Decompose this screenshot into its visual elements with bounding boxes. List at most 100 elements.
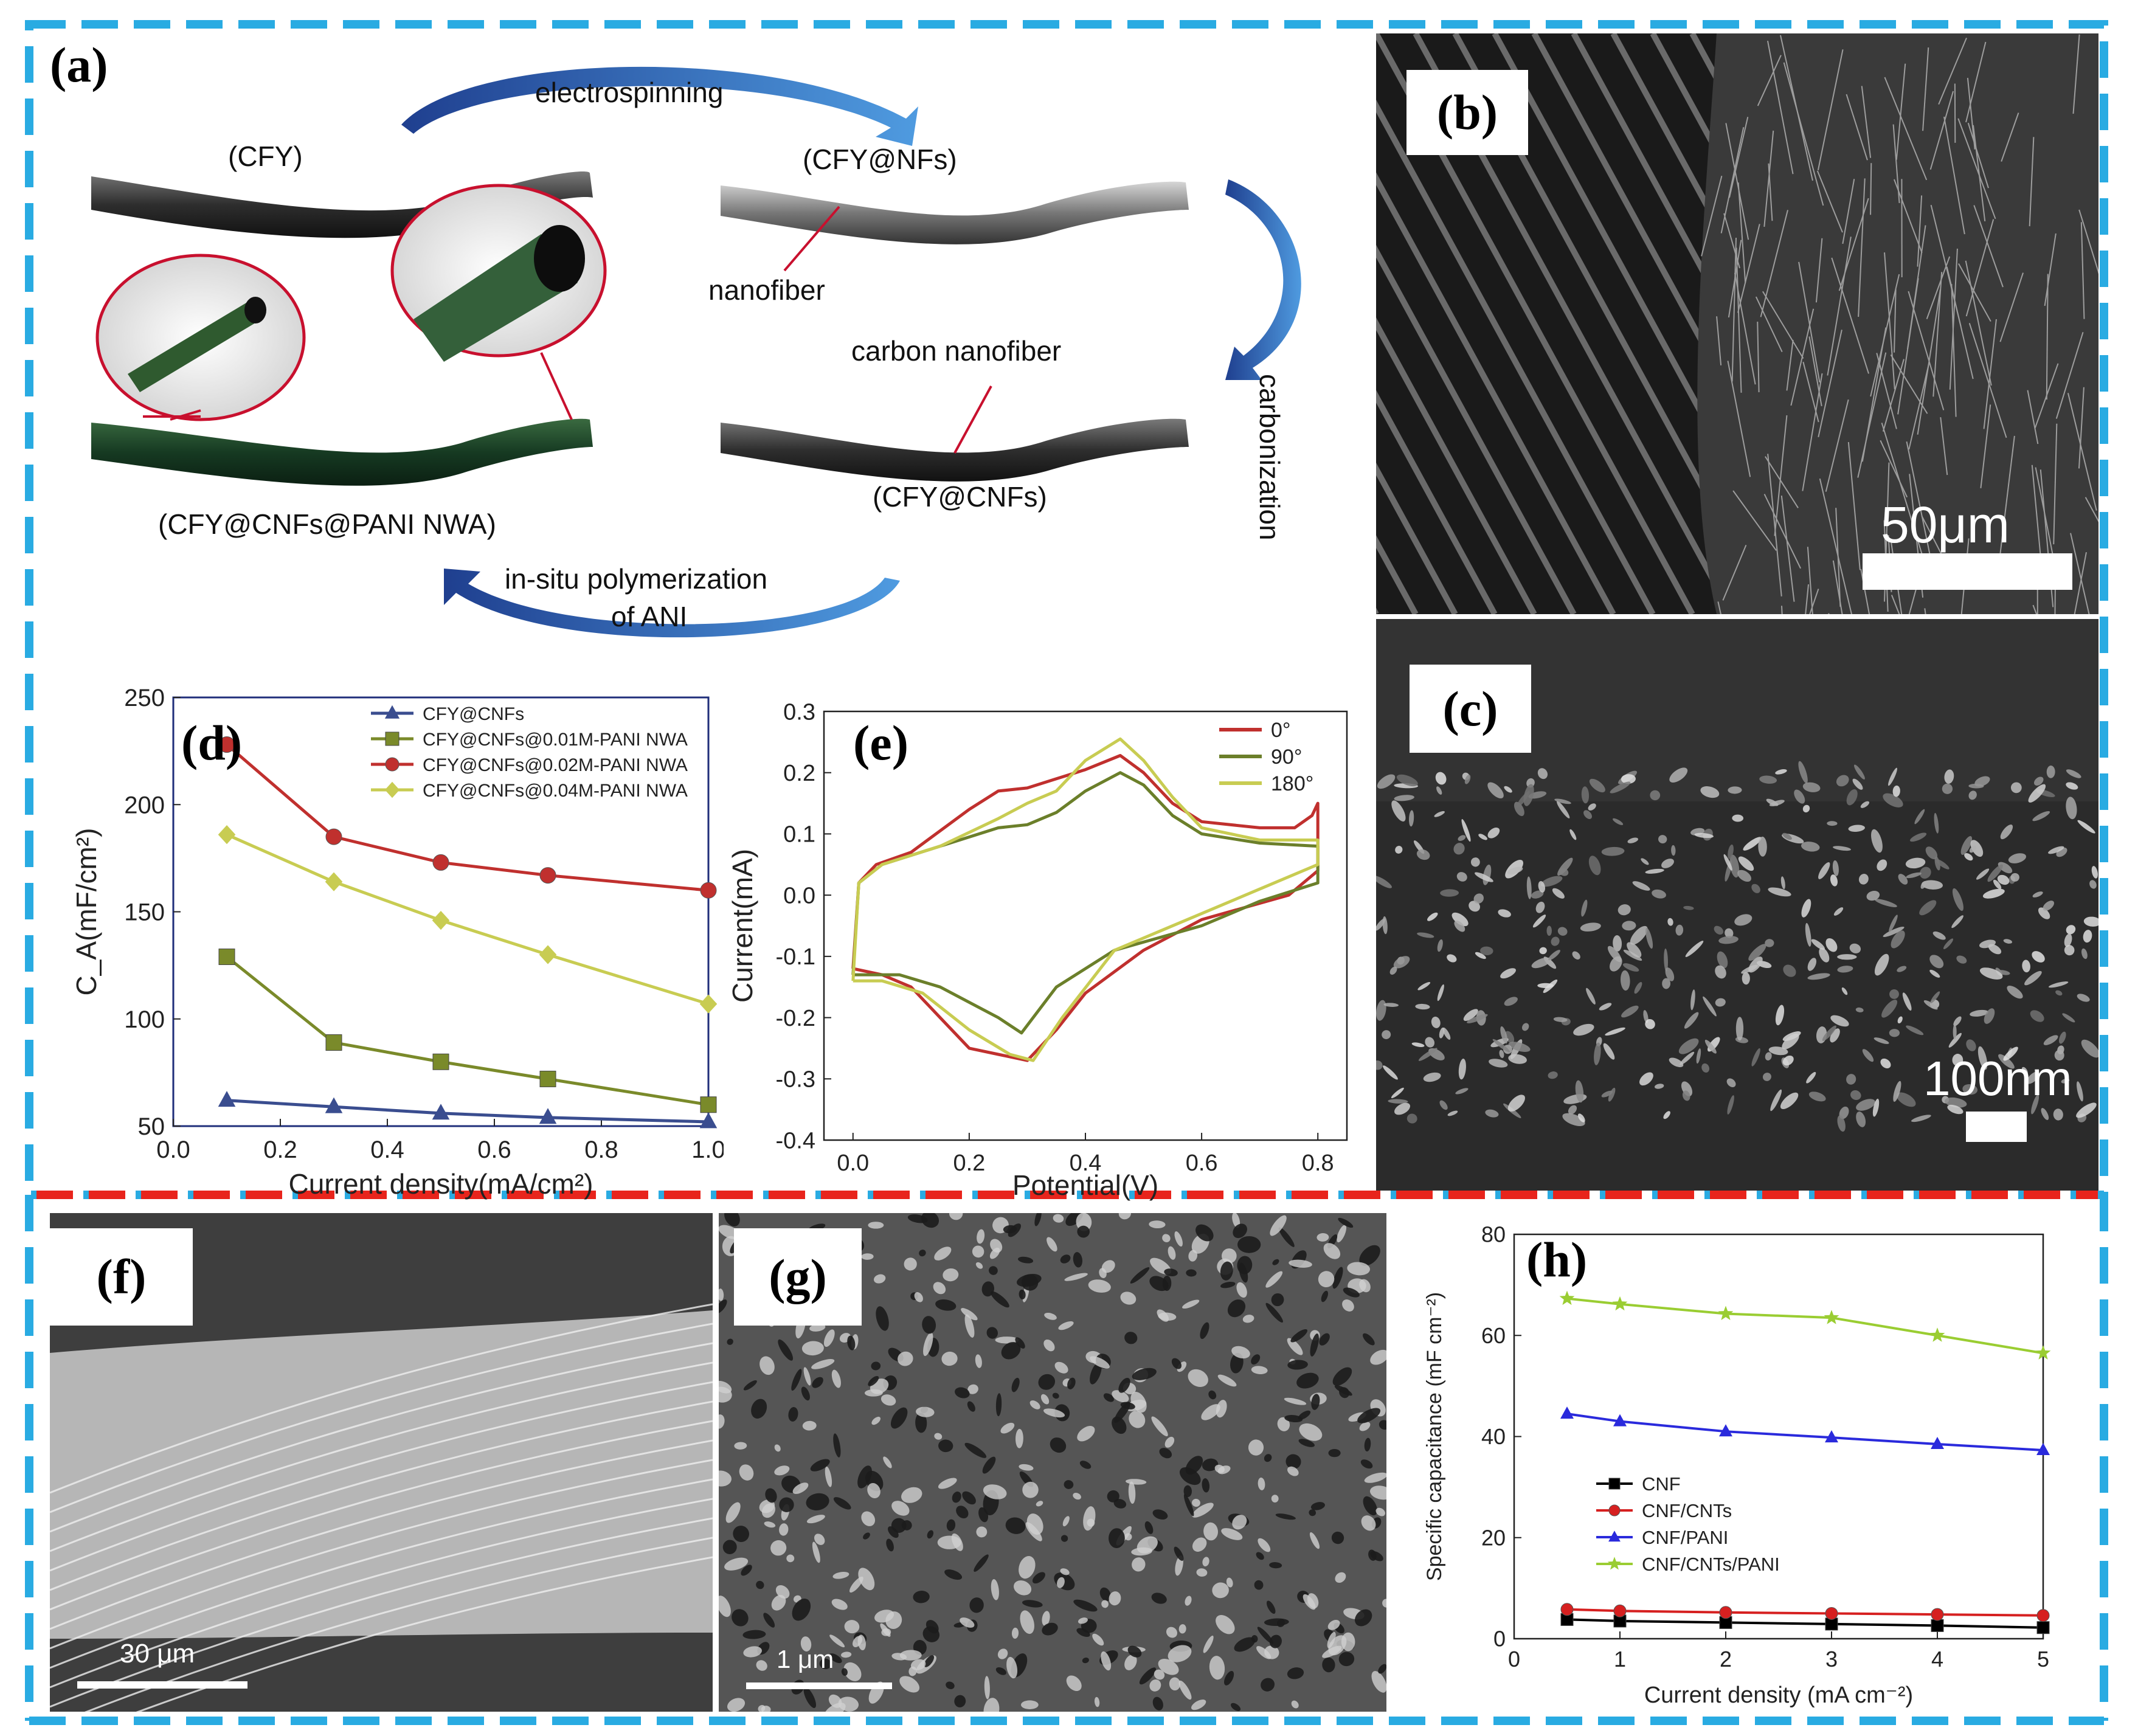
e-ytick-label: -0.2: [776, 1006, 815, 1031]
h-ytick-label: 20: [1481, 1525, 1506, 1550]
series-h-point: [2035, 1345, 2051, 1360]
d-xtick-label: 0.0: [156, 1136, 190, 1163]
legend-h-label: CNF/PANI: [1642, 1527, 1728, 1548]
panel-g-scale-bar: [746, 1682, 892, 1689]
e-ytick-label: -0.3: [776, 1067, 815, 1093]
d-xtick-label: 0.8: [584, 1136, 618, 1163]
series-h-line: [1566, 1618, 2044, 1629]
series-h-point: [1719, 1606, 1732, 1619]
panel-a-schematic: (a) electrospinning (CFY) (CFY@NFs) nano…: [43, 33, 1368, 666]
series-h-2: [1560, 1406, 2050, 1455]
arrow-electrospinning: [401, 66, 918, 146]
legend-h-label: CNF: [1642, 1473, 1681, 1495]
series-d-point: [218, 736, 235, 753]
arrow-carbonization: [1225, 179, 1301, 380]
series-d-point: [432, 854, 449, 871]
legend-d-label: CFY@CNFs: [423, 704, 524, 724]
series-h-point: [1718, 1305, 1734, 1320]
e-xtick-label: 0.0: [837, 1150, 869, 1176]
chart-e-xlabel: Potential(V): [1012, 1169, 1158, 1201]
legend-d-marker: [384, 705, 400, 719]
pointer-carbon-nanofiber: [953, 386, 992, 454]
panel-b-scale-bar: [1863, 553, 2072, 590]
chart-e-ylabel: Current(mA): [727, 849, 758, 1003]
series-d-point: [325, 1097, 343, 1113]
series-d-point: [539, 945, 557, 964]
legend-h-label: CNF/CNTs: [1642, 1500, 1732, 1521]
chart-d-xlabel: Current density(mA/cm²): [289, 1168, 593, 1200]
panel-g-scale-text: 1 μm: [777, 1645, 834, 1673]
series-d-point: [325, 872, 343, 891]
panel-c-sem-image: (c) 100nm: [1376, 619, 2098, 1191]
pointer-nanofiber: [783, 206, 840, 272]
panel-f-sem-image: (f) 30 μm: [50, 1213, 713, 1712]
d-xtick-label: 0.6: [477, 1136, 511, 1163]
legend-d-label: CFY@CNFs@0.04M-PANI NWA: [423, 781, 688, 801]
legend-h-marker: [1608, 1504, 1621, 1516]
series-d-point: [218, 949, 235, 966]
d-xtick-label: 0.2: [263, 1136, 297, 1163]
e-plot-frame: [823, 710, 1348, 1141]
yarn-cfy-cnfs: [721, 418, 1189, 482]
panel-f-scale-bar: [77, 1681, 247, 1689]
legend-h-marker: [1608, 1478, 1621, 1490]
e-ytick-label: -0.1: [776, 944, 815, 970]
series-h-point: [1825, 1430, 1838, 1443]
panel-f-label: (f): [50, 1228, 193, 1326]
series-d-2: [218, 736, 717, 899]
series-e-0: [851, 754, 1320, 1062]
h-ytick-label: 40: [1481, 1424, 1506, 1449]
panel-c-scale-bar: [1966, 1112, 2027, 1142]
panel-g-label: (g): [734, 1228, 862, 1326]
series-d-point: [218, 825, 236, 845]
e-xtick-label: 0.4: [1070, 1150, 1102, 1176]
panel-g-sem-image: (g) 1 μm: [719, 1213, 1386, 1712]
series-d-line: [226, 955, 709, 1107]
legend-d-marker: [385, 731, 400, 746]
series-d-line: [226, 833, 709, 1006]
panel-f-scale-text: 30 μm: [120, 1639, 195, 1669]
arrow-insitu: [444, 569, 900, 638]
series-h-point: [1931, 1619, 1944, 1632]
chart-d-ylabel: C_A(mF/cm²): [71, 828, 102, 996]
legend-e-label: 180°: [1271, 772, 1313, 795]
series-d-point: [218, 1091, 236, 1107]
panel-a-label: (a): [50, 37, 108, 92]
series-d-point: [325, 1034, 342, 1051]
series-d-point: [432, 1053, 449, 1070]
text-cfy: (CFY): [228, 140, 303, 172]
h-xtick-label: 1: [1614, 1647, 1626, 1672]
text-cfy-cnfs-pani: (CFY@CNFs@PANI NWA): [158, 508, 496, 540]
legend-d-marker: [384, 781, 400, 798]
legend-d-label: CFY@CNFs@0.02M-PANI NWA: [423, 755, 688, 775]
series-h-point: [1613, 1604, 1627, 1617]
h-xtick-label: 4: [1931, 1647, 1943, 1672]
yarn-cfy-nfs: [721, 181, 1189, 244]
d-ytick-label: 200: [124, 792, 165, 818]
panel-h-label: (h): [1526, 1232, 1588, 1287]
h-xtick-label: 0: [1508, 1647, 1520, 1672]
legend-d-label: CFY@CNFs@0.01M-PANI NWA: [423, 730, 688, 750]
text-carbonization: carbonization: [1254, 374, 1285, 541]
series-h-point: [1824, 1310, 1839, 1324]
h-plot-frame: [1513, 1233, 2044, 1640]
text-cfy-nfs: (CFY@NFs): [803, 144, 957, 175]
e-xtick-label: 0.2: [953, 1150, 985, 1176]
text-cfy-cnfs: (CFY@CNFs): [873, 481, 1047, 513]
legend-h-label: CNF/CNTs/PANI: [1642, 1554, 1780, 1575]
chart-h-ylabel: Specific capacitance (mF cm⁻²): [1423, 1292, 1446, 1581]
h-ytick-label: 60: [1481, 1323, 1506, 1348]
h-ytick-label: 0: [1493, 1627, 1506, 1651]
series-h-point: [1825, 1606, 1838, 1620]
series-d-point: [539, 1070, 556, 1087]
series-d-point: [700, 882, 717, 899]
series-d-point: [432, 1104, 450, 1120]
d-ytick-label: 100: [124, 1006, 165, 1033]
legend-e-label: 90°: [1271, 745, 1302, 769]
series-d-point: [699, 1112, 718, 1129]
